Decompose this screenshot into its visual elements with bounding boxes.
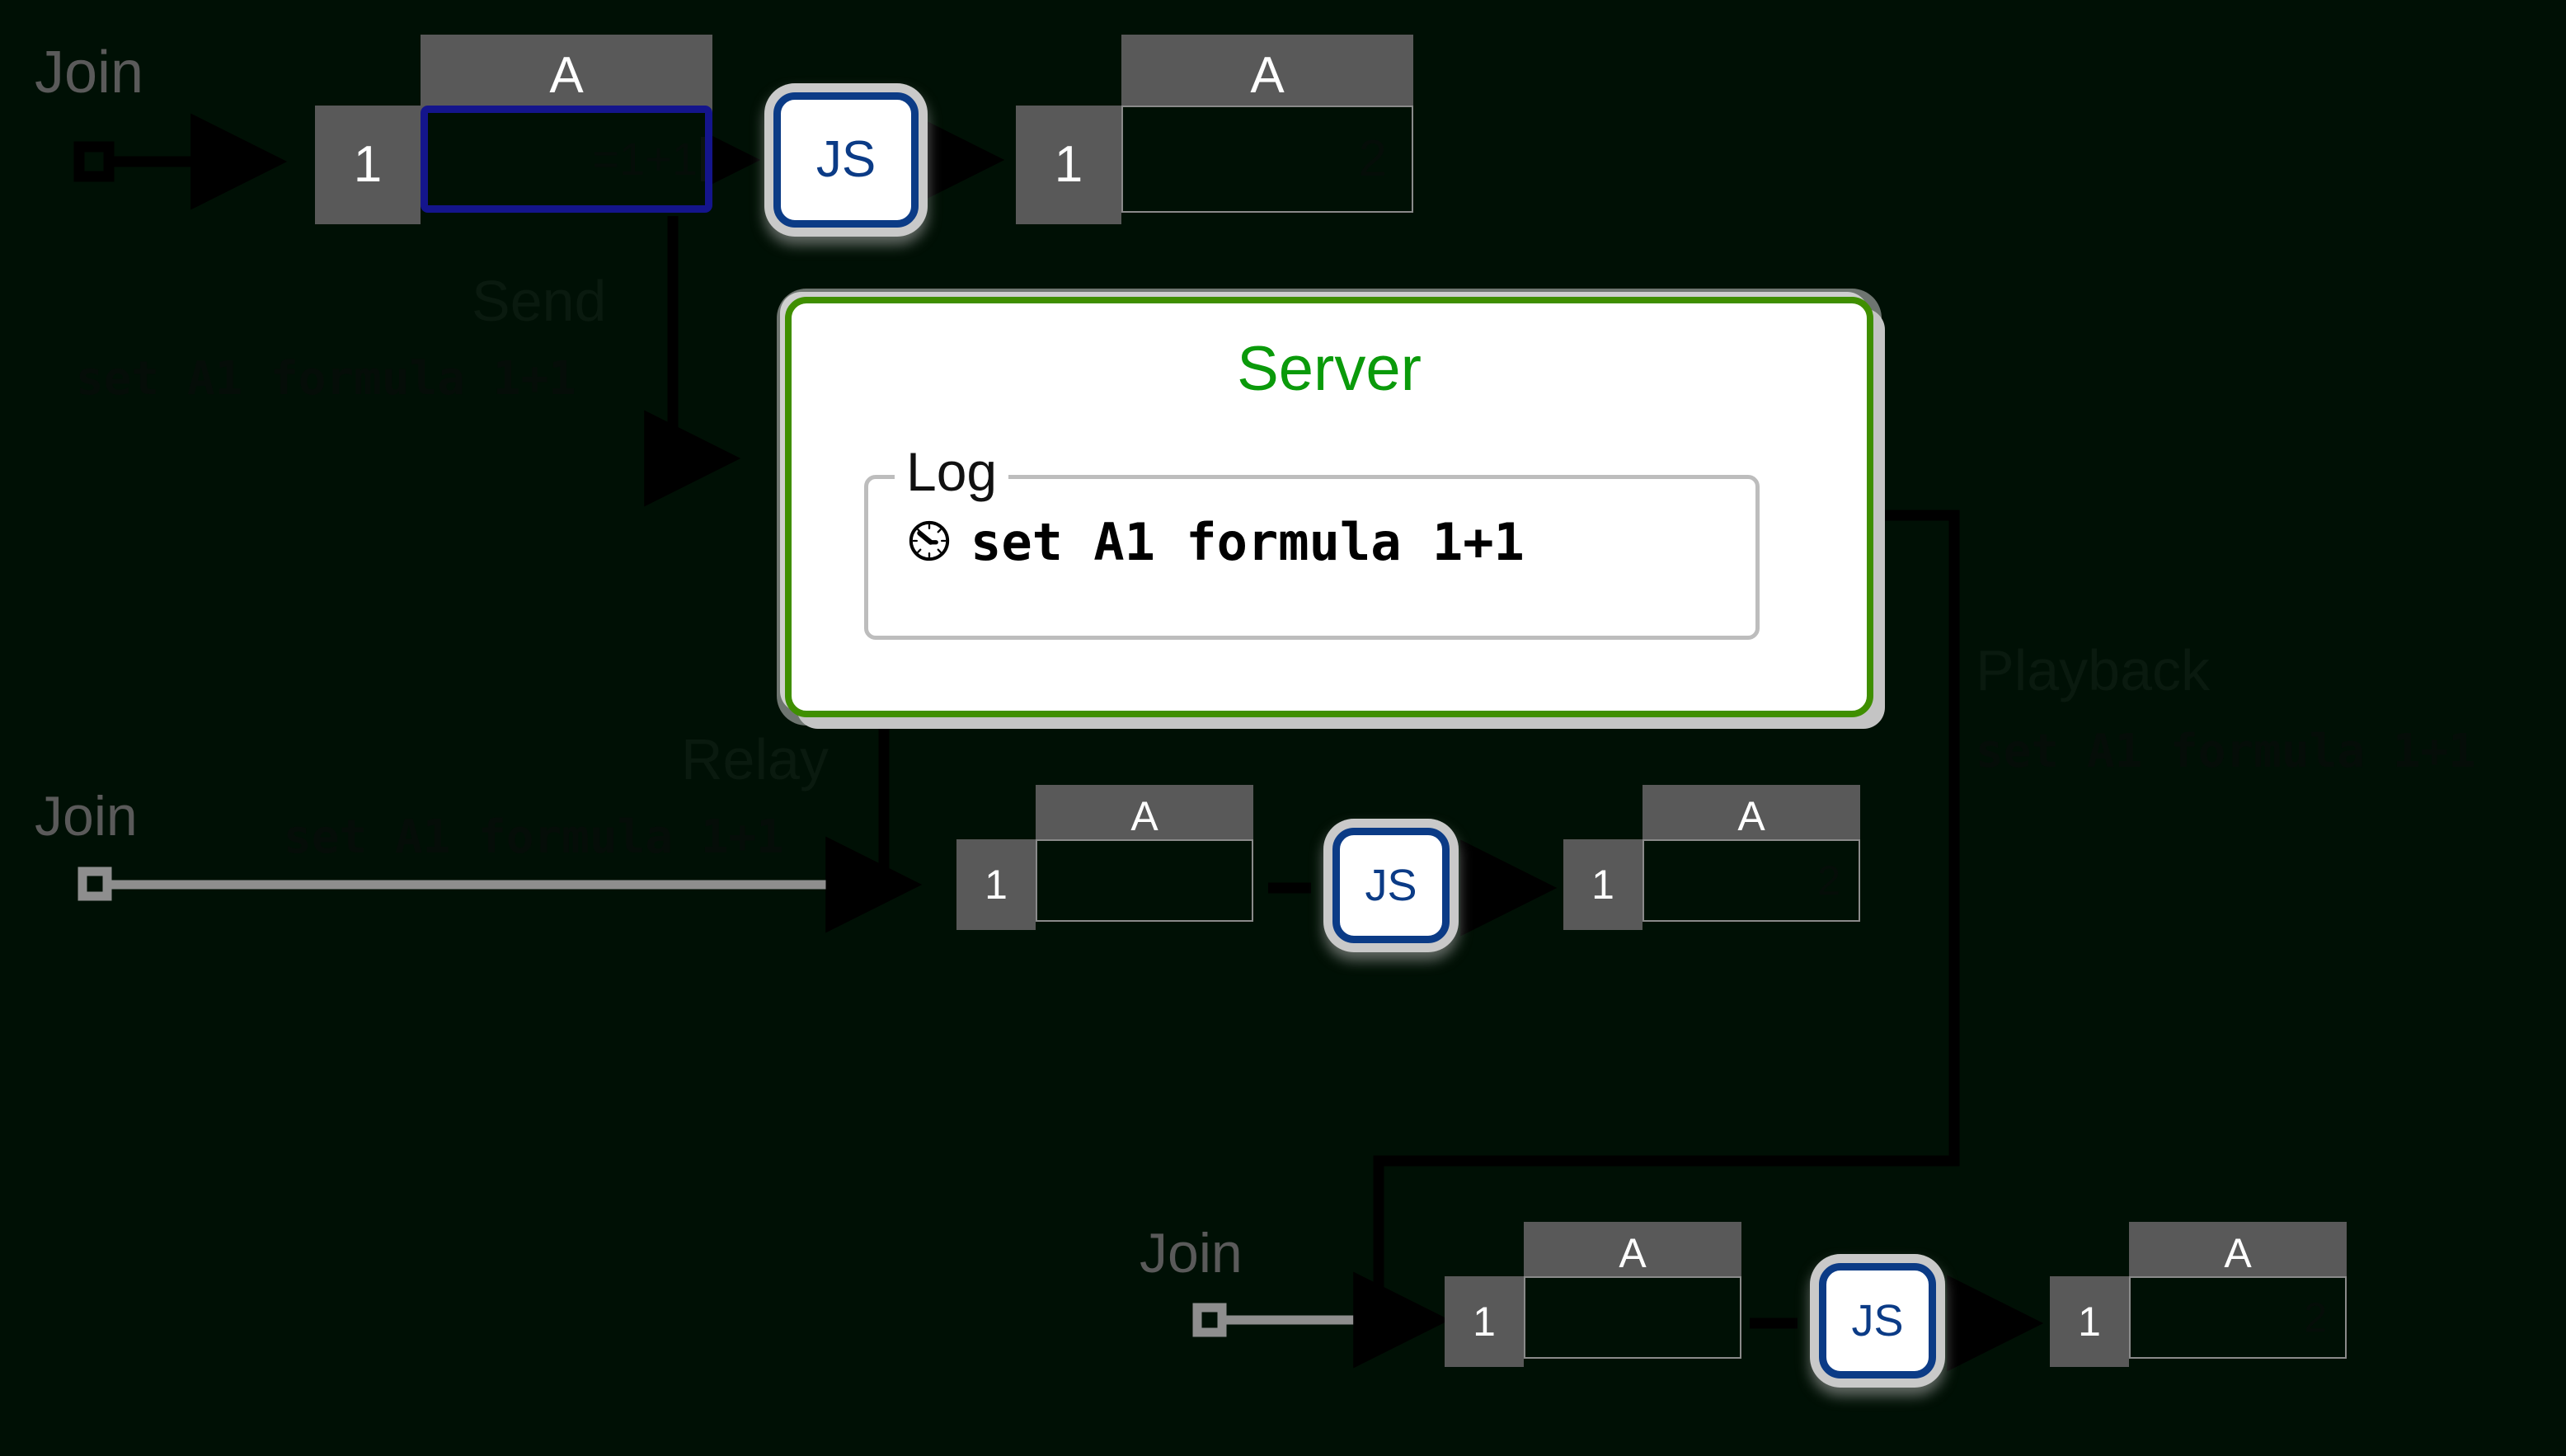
js-engine-middle[interactable]: JS (1332, 828, 1450, 943)
server-title: Server (1237, 334, 1422, 404)
cell-a1-value: =1+1 (592, 133, 698, 185)
cell-edit-box[interactable]: =1+1 (421, 106, 712, 213)
join-wire-bottom (1192, 1271, 1450, 1369)
clock-icon (906, 518, 952, 568)
cell-a1-value[interactable]: 2 (2129, 1276, 2347, 1359)
server-panel: Server Log (785, 297, 1873, 717)
column-header-a: A (1524, 1222, 1741, 1285)
log-entry-row: set A1 formula 1+1 (906, 517, 1525, 568)
row-header-1: 1 (1445, 1276, 1524, 1367)
join-label-top: Join (35, 40, 144, 106)
row-header-1: 1 (1563, 839, 1643, 930)
cell-a1-value[interactable]: 2 (1643, 839, 1860, 922)
row-header-1: 1 (1016, 106, 1121, 224)
relay-label: Relay (681, 727, 829, 791)
row-header-1: 1 (315, 106, 421, 224)
column-header-a: A (421, 35, 712, 117)
wire-send (644, 216, 741, 507)
row-header-1: 1 (2050, 1276, 2129, 1367)
join-label-middle: Join (35, 785, 138, 848)
wire-relay (825, 714, 923, 933)
send-message: set A1 formula 1+1 (76, 352, 576, 406)
js-engine-top[interactable]: JS (773, 92, 919, 228)
spreadsheet-bottom-after[interactable]: A 1 2 (2050, 1222, 2347, 1370)
cell-a1-value[interactable] (1036, 839, 1253, 922)
join-wire-top (73, 113, 288, 210)
spreadsheet-top-after[interactable]: A 1 2 (1016, 35, 1413, 224)
spreadsheet-top-before[interactable]: A 1 =1+1 (315, 35, 712, 224)
playback-label: Playback (1976, 638, 2211, 702)
join-wire-middle (78, 843, 908, 926)
column-header-a: A (2129, 1222, 2347, 1285)
relay-message: set A1 formula 1+1 (284, 810, 784, 864)
row-header-1: 1 (956, 839, 1036, 930)
send-label: Send (472, 269, 607, 333)
spreadsheet-bottom-before[interactable]: A 1 (1445, 1222, 1741, 1370)
cell-a1-value[interactable]: 2 (1121, 106, 1413, 213)
server-log-box: Log (864, 444, 1760, 640)
cell-a1-editing[interactable]: =1+1 (421, 106, 712, 213)
log-legend: Log (895, 444, 1009, 499)
join-label-bottom: Join (1140, 1222, 1243, 1285)
spreadsheet-middle-before[interactable]: A 1 (956, 785, 1253, 933)
spreadsheet-middle-after[interactable]: A 1 2 (1563, 785, 1860, 933)
text-caret (701, 137, 705, 181)
js-engine-bottom[interactable]: JS (1819, 1263, 1936, 1379)
log-entry-text: set A1 formula 1+1 (970, 512, 1525, 572)
playback-message: set A1 formula 1+1 (1976, 725, 2476, 778)
column-header-a: A (1643, 785, 1860, 848)
column-header-a: A (1121, 35, 1413, 117)
cell-a1-value[interactable] (1524, 1276, 1741, 1359)
column-header-a: A (1036, 785, 1253, 848)
